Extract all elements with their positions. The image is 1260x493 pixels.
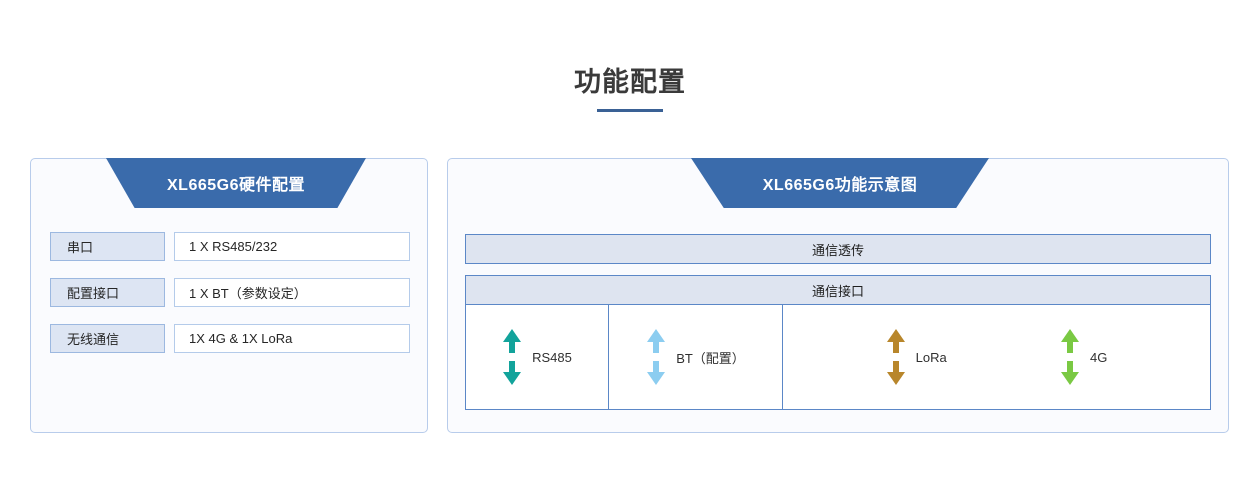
interface-cells-container: RS485 BT（配置）	[465, 305, 1211, 410]
function-panel-banner-label: XL665G6功能示意图	[762, 177, 918, 194]
interface-item-bt: BT（配置）	[646, 329, 745, 385]
interface-item-4g: 4G	[1060, 329, 1107, 385]
interface-label-lora: LoRa	[915, 349, 947, 365]
hardware-panel-banner-label: XL665G6硬件配置	[167, 177, 305, 194]
interface-label-4g: 4G	[1090, 349, 1108, 365]
communication-interface-label: 通信接口	[811, 283, 864, 299]
table-row: 串口 1 X RS485/232	[50, 232, 410, 261]
interface-cell-wireless: LoRa 4G	[783, 305, 1210, 409]
communication-interface-bar: 通信接口	[465, 275, 1211, 305]
hardware-panel-banner: XL665G6硬件配置	[106, 158, 366, 208]
title-underline	[597, 109, 663, 112]
function-diagram-panel: XL665G6功能示意图 通信透传 通信接口 RS485	[447, 158, 1229, 433]
interface-item-lora: LoRa	[886, 329, 947, 385]
table-row: 配置接口 1 X BT（参数设定）	[50, 278, 410, 307]
table-row: 无线通信 1X 4G & 1X LoRa	[50, 324, 410, 353]
function-diagram: 通信透传 通信接口 RS485	[465, 234, 1211, 410]
double-arrow-vertical-icon	[502, 329, 522, 385]
spec-value-serial-port: 1 X RS485/232	[174, 232, 410, 261]
double-arrow-vertical-icon	[886, 329, 906, 385]
spec-label-wireless: 无线通信	[50, 324, 165, 353]
double-arrow-vertical-icon	[1060, 329, 1080, 385]
double-arrow-vertical-icon	[646, 329, 666, 385]
spec-value-config-interface: 1 X BT（参数设定）	[174, 278, 410, 307]
interface-label-bt: BT（配置）	[676, 350, 745, 366]
page-title-block: 功能配置	[0, 64, 1260, 112]
interface-cell-rs485: RS485	[466, 305, 609, 409]
hardware-config-panel: XL665G6硬件配置 串口 1 X RS485/232 配置接口 1 X BT…	[30, 158, 428, 433]
hardware-spec-list: 串口 1 X RS485/232 配置接口 1 X BT（参数设定） 无线通信 …	[50, 232, 410, 370]
interface-item-rs485: RS485	[502, 329, 572, 385]
interface-cell-bt: BT（配置）	[609, 305, 783, 409]
page-title: 功能配置	[574, 67, 686, 97]
spec-label-serial-port: 串口	[50, 232, 165, 261]
spec-value-wireless: 1X 4G & 1X LoRa	[174, 324, 410, 353]
transparent-transmission-label: 通信透传	[811, 242, 864, 258]
function-panel-banner: XL665G6功能示意图	[691, 158, 989, 208]
interface-label-rs485: RS485	[532, 349, 572, 365]
transparent-transmission-bar: 通信透传	[465, 234, 1211, 264]
spec-label-config-interface: 配置接口	[50, 278, 165, 307]
